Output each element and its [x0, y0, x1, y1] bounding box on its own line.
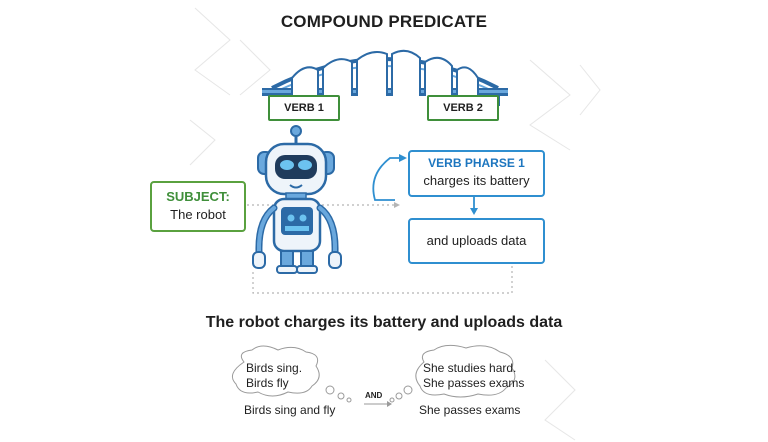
verb-phrase-2-text: and uploads data — [410, 233, 543, 248]
verb-phrase-1-box: VERB PHARSE 1 charges its battery — [408, 150, 545, 197]
left-bubble-line-1: Birds sing. — [246, 361, 302, 375]
and-connector-label: AND — [365, 391, 382, 400]
left-combined-text: Birds sing and fly — [244, 403, 335, 417]
right-bubble-line-1: She studies hard. — [423, 361, 516, 375]
subject-text: The robot — [152, 207, 244, 222]
arrowhead-down-icon — [470, 208, 478, 215]
verb-2-label: VERB 2 — [427, 95, 499, 121]
subject-heading: SUBJECT: — [152, 189, 244, 204]
verb-phrase-1-heading: VERB PHARSE 1 — [410, 156, 543, 170]
subject-box: SUBJECT: The robot — [150, 181, 246, 232]
right-combined-text: She passes exams — [419, 403, 520, 417]
dotted-arrowhead-icon — [394, 202, 400, 208]
example-sentence: The robot charges its battery and upload… — [0, 314, 768, 332]
arrowhead-icon — [399, 154, 407, 162]
verb-phrase-1-text: charges its battery — [410, 173, 543, 188]
verb-phrase-2-box: and uploads data — [408, 218, 545, 264]
robot-illustration — [253, 126, 341, 273]
left-bubble-line-2: Birds fly — [246, 376, 289, 390]
verb-1-label: VERB 1 — [268, 95, 340, 121]
page-title: COMPOUND PREDICATE — [0, 12, 768, 32]
flow-arrow-curved — [373, 158, 405, 200]
right-bubble-line-2: She passes exams — [423, 376, 524, 390]
